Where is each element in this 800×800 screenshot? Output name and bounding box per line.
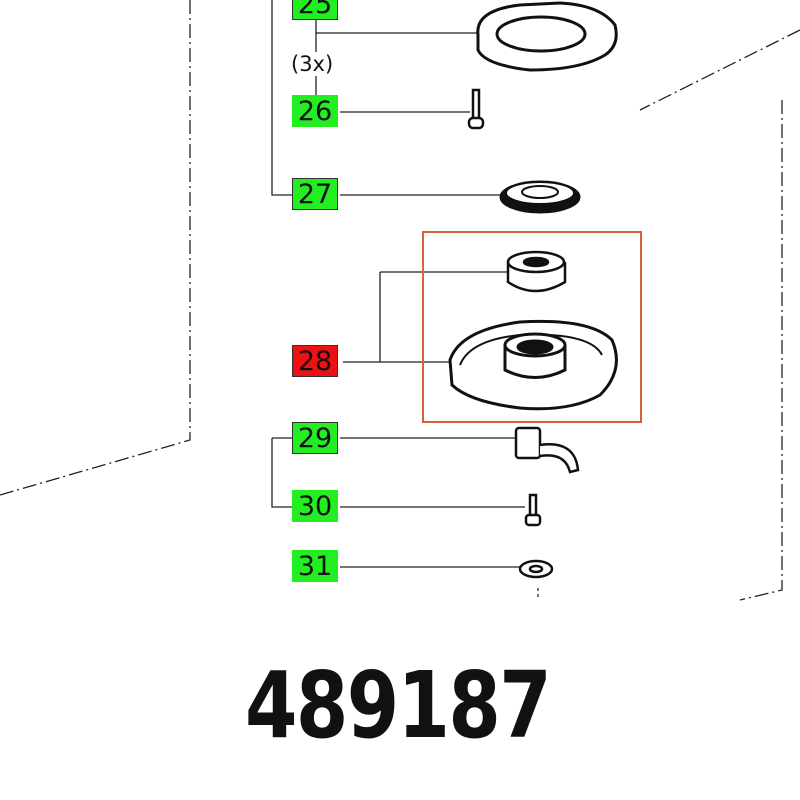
part-number: 489187 — [245, 652, 552, 759]
part-29-bracket-icon — [514, 426, 580, 474]
quantity-note: (3x) — [291, 52, 334, 76]
part-27-bearing-cover-icon — [499, 180, 581, 214]
position-label-26[interactable]: 26 — [292, 95, 338, 127]
part-26-screw-icon — [467, 88, 485, 130]
position-label-30[interactable]: 30 — [292, 490, 338, 522]
part-28-bearing-flange-icon — [448, 319, 618, 411]
position-label-28-selected[interactable]: 28 — [292, 345, 338, 377]
position-label-25[interactable]: 25 — [292, 0, 338, 20]
part-30-screw-icon — [524, 493, 542, 527]
position-label-27[interactable]: 27 — [292, 178, 338, 210]
part-31-washer-icon — [518, 559, 554, 579]
selected-part-highlight-box — [422, 231, 642, 423]
housing-outline-dashed — [0, 0, 800, 601]
position-label-29[interactable]: 29 — [292, 422, 338, 454]
part-28-ball-bearing-icon — [506, 250, 567, 293]
position-label-31[interactable]: 31 — [292, 550, 338, 582]
leader-lines — [271, 0, 525, 568]
part-25-gasket-icon — [476, 1, 618, 72]
